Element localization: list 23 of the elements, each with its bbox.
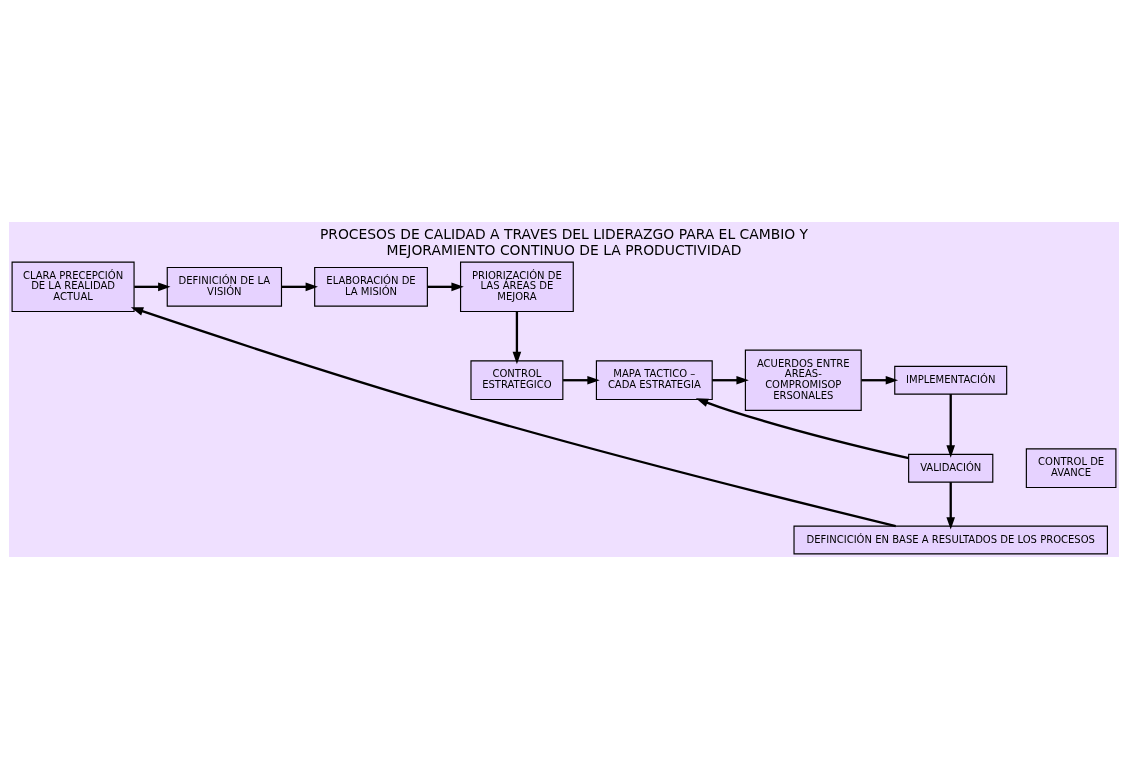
node-box: ACUERDOS ENTRE AREAS- COMPROMISOP ERSONALES [744,349,862,411]
node-box: DEFINICIÓN DE LA VISIÓN [166,266,283,307]
node-box: CLARA PRECEPCIÓN DE LA REALIDAD ACTUAL [11,261,135,312]
arrow [946,481,956,530]
node-box: CONTROL ESTRATEGICO [470,359,564,400]
node-box: MAPA TACTICO – CADA ESTRATEGIA [595,359,713,400]
arrow [695,397,909,459]
node-box: ELABORACIÓN DE LA MISIÓN [314,266,428,307]
node-box: CONTROL DE AVANCE [1025,447,1117,488]
arrow [946,393,956,458]
arrow [427,282,464,291]
arrow [134,282,171,291]
arrow [563,375,600,385]
arrow [861,375,899,385]
node-box: DEFINCICIÓN EN BASE A RESULTADOS DE LOS PROCESOS [793,525,1108,554]
node-box: PRIORIZACIÓN DE LAS ÁREAS DE MEJORA [460,261,574,312]
diagram-title: PROCESOS DE CALIDAD A TRAVES DEL LIDERAZGO PARA EL CAMBIO Y MEJORAMIENTO CONTINUO DE LA PRODUCTIVIDAD [319,225,809,258]
arrow [281,282,318,291]
arrow [512,311,522,364]
node-box: VALIDACIÓN [908,453,994,483]
arrow [130,306,896,527]
arrow [712,375,749,385]
node-box: IMPLEMENTACIÓN [894,365,1008,395]
